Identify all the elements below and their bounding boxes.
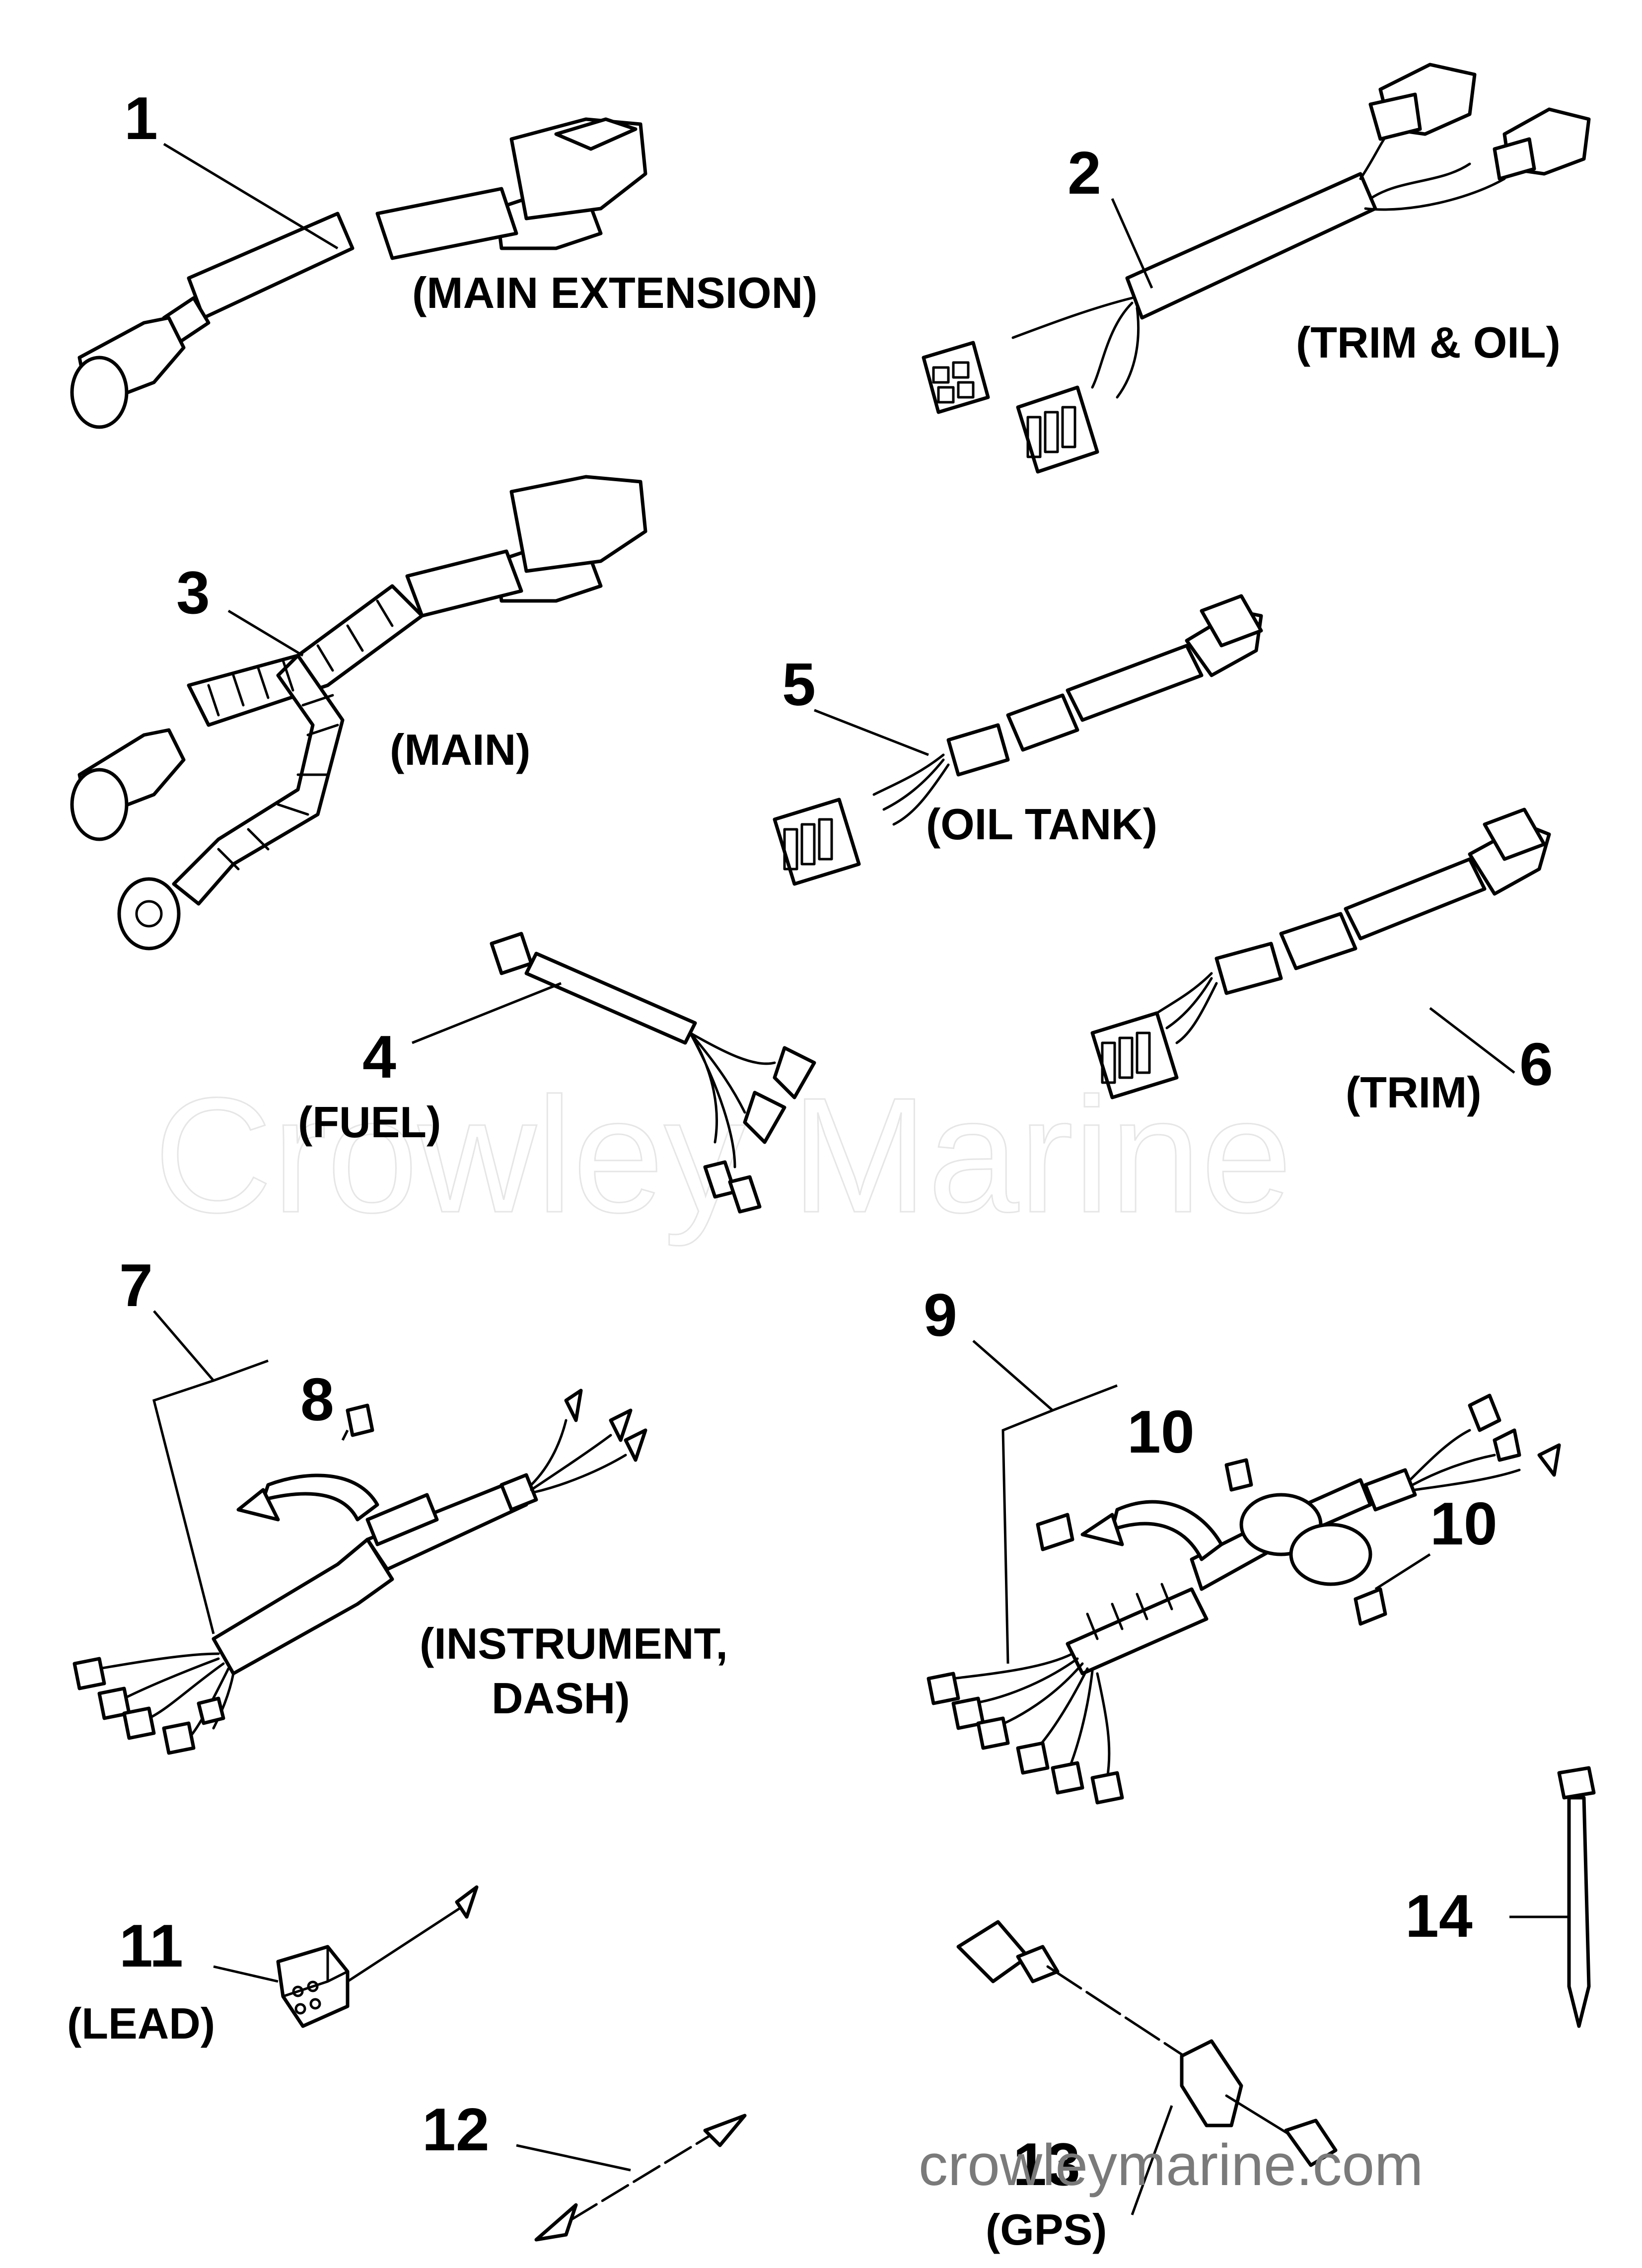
part-11-lead bbox=[276, 1885, 479, 2028]
footer-watermark: crowleymarine.com bbox=[919, 2132, 1423, 2198]
part-5-oil-tank-harness bbox=[773, 594, 1263, 886]
caption-gps: (GPS) bbox=[986, 2205, 1107, 2254]
callout-number-4: 4 bbox=[362, 1023, 396, 1091]
caption-oil-tank: (OIL TANK) bbox=[926, 800, 1157, 849]
callout-number-8: 8 bbox=[300, 1366, 334, 1433]
callout-number-11: 11 bbox=[119, 1912, 183, 1979]
part-2-trim-oil-harness bbox=[922, 63, 1591, 474]
callout-number-10-upper: 10 bbox=[1127, 1398, 1195, 1465]
callout-number-14: 14 bbox=[1405, 1882, 1473, 1950]
part-14-cable-tie bbox=[1557, 1766, 1596, 2028]
leader-lines bbox=[152, 143, 1569, 2215]
caption-instrument-line1: (INSTRUMENT, bbox=[420, 1619, 728, 1668]
callout-number-9: 9 bbox=[924, 1281, 957, 1349]
caption-fuel: (FUEL) bbox=[298, 1097, 441, 1147]
callout-number-10-lower: 10 bbox=[1430, 1490, 1498, 1557]
callout-number-2: 2 bbox=[1068, 139, 1101, 207]
part-9-instrument-harness bbox=[927, 1393, 1561, 1805]
callout-number-12: 12 bbox=[422, 2096, 490, 2163]
callout-number-1: 1 bbox=[124, 84, 158, 152]
callout-number-6: 6 bbox=[1519, 1030, 1553, 1098]
caption-trim-oil: (TRIM & OIL) bbox=[1296, 318, 1561, 367]
callout-number-7: 7 bbox=[119, 1251, 153, 1319]
watermark: Crowley Marine bbox=[154, 1063, 1292, 1247]
caption-lead: (LEAD) bbox=[67, 1999, 215, 2048]
caption-main-extension: (MAIN EXTENSION) bbox=[412, 268, 817, 317]
callout-number-3: 3 bbox=[176, 559, 210, 626]
part-1-main-extension-harness bbox=[70, 117, 647, 429]
part-7-instrument-dash-harness bbox=[72, 1389, 647, 1755]
part-13-gps-harness bbox=[956, 1920, 1338, 2167]
caption-main: (MAIN) bbox=[390, 725, 530, 774]
caption-instrument-line2: DASH) bbox=[492, 1674, 630, 1723]
callout-number-13: 13 bbox=[1013, 2130, 1080, 2198]
caption-trim: (TRIM) bbox=[1346, 1068, 1482, 1117]
part-3-main-harness bbox=[70, 475, 647, 951]
part-12-wire bbox=[534, 2114, 747, 2242]
callout-number-5: 5 bbox=[782, 651, 816, 718]
part-4-fuel-harness bbox=[490, 932, 816, 1214]
part-6-trim-harness bbox=[1090, 807, 1551, 1099]
